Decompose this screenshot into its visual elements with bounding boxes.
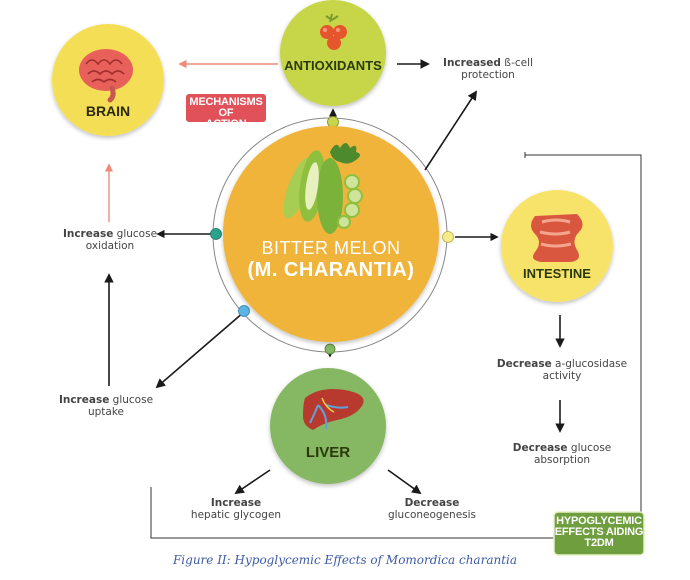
intestine-title: INTESTINE (523, 266, 591, 281)
mechanisms-badge-line2: ACTION AIDING AD (198, 118, 254, 141)
liver-circle (270, 368, 386, 484)
center-title-line1: BITTER MELON (261, 238, 401, 258)
hypo-badge-bg (553, 511, 645, 556)
antioxidants-circle (280, 0, 386, 106)
beta-cell-bold: Increased (443, 57, 501, 69)
gluconeogenesis-bold: Decrease (404, 497, 460, 509)
arrow-center-to-beta-cell (424, 90, 478, 171)
glucose-absorption-bold: Decrease (512, 442, 568, 454)
mechanisms-badge: MECHANISMS OF ACTION AIDING AD (186, 97, 266, 141)
glucosidase-bold: Decrease (496, 358, 552, 370)
glucose-oxidation-rest2: oxidation (85, 240, 135, 252)
antioxidants-title: ANTIOXIDANTS (284, 58, 382, 73)
glucose-oxidation-bold: Increase (62, 228, 114, 240)
intestine-icon (531, 214, 583, 262)
glucose-oxidation-label: Increase glucose oxidation (50, 228, 170, 252)
glucose-uptake-bold: Increase (58, 394, 110, 406)
liver-icon (303, 389, 364, 430)
arrow-center-to-glucose-uptake (155, 311, 245, 389)
orbit-dot-left (210, 228, 222, 240)
beta-cell-label: Increased ß-cell protection (428, 57, 548, 81)
beta-cell-rest1: ß-cell (500, 57, 533, 69)
glucose-oxidation-rest1: glucose (113, 228, 158, 240)
glucose-absorption-rest1: glucose (567, 442, 612, 454)
mechanisms-badge-bg (186, 94, 266, 122)
glucose-absorption-label: Decrease glucose absorption (497, 442, 627, 466)
mechanisms-badge-line1: MECHANISMS OF (189, 96, 263, 119)
hypo-badge-line1: HYPOGLYCEMIC (556, 515, 642, 527)
glucose-absorption-rest2: absorption (533, 454, 591, 466)
gluconeogenesis-label: Decrease gluconeogenesis (372, 497, 492, 521)
hepatic-glycogen-rest2: hepatic glycogen (190, 509, 282, 521)
berries-icon (320, 13, 347, 50)
orbit-dot-right (442, 231, 454, 243)
bitter-melon-icon (283, 143, 363, 234)
glucosidase-rest2: activity (542, 370, 582, 382)
orbit-dot-bottom (324, 343, 336, 355)
hypo-badge-line2: EFFECTS AIDING (554, 526, 644, 538)
figure-caption: Figure II: Hypoglycemic Effects of Momor… (172, 553, 518, 567)
hypo-bracket-bottom (150, 487, 555, 539)
orbit-dot-lowerleft (238, 305, 250, 317)
gluconeogenesis-rest2: gluconeogenesis (387, 509, 477, 521)
brain-title: BRAIN (85, 103, 131, 119)
glucose-uptake-rest2: uptake (87, 406, 125, 418)
brain-icon (79, 49, 133, 103)
beta-cell-rest2: protection (461, 69, 515, 81)
center-title-line2: (M. CHARANTIA) (247, 259, 415, 281)
glucosidase-rest1: a-glucosidase (551, 358, 628, 370)
arrow-liver-to-gluconeogenesis (387, 469, 422, 495)
arrow-liver-to-hepatic-glycogen (234, 469, 271, 495)
center-circle (223, 126, 439, 342)
hepatic-glycogen-bold: Increase (210, 497, 262, 509)
glucose-uptake-label: Increase glucose uptake (46, 394, 166, 418)
liver-title: LIVER (305, 444, 351, 461)
orbit-dot-top (327, 116, 339, 128)
glucosidase-label: Decrease a-glucosidase activity (492, 358, 632, 382)
glucose-uptake-rest1: glucose (109, 394, 154, 406)
hypo-badge: HYPOGLYCEMIC EFFECTS AIDING T2DM (554, 516, 644, 549)
hepatic-glycogen-label: Increase hepatic glycogen (176, 497, 296, 521)
hypo-badge-line3: T2DM (584, 537, 614, 549)
